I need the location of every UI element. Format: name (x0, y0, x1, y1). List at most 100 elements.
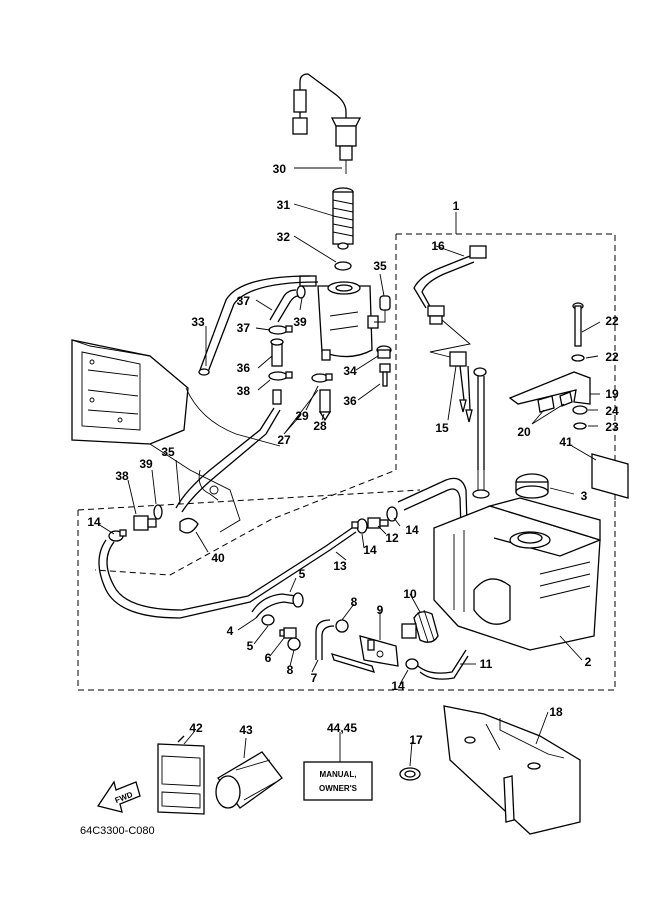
callout-28: 31 (277, 198, 291, 212)
joint-6 (279, 627, 297, 639)
callout-22-upper: 22 (605, 350, 619, 364)
callout-8-lower: 8 (287, 663, 294, 677)
callout-36: 36 (237, 361, 251, 375)
callout-14-mid: 14 (363, 543, 377, 557)
callout-10: 10 (403, 587, 417, 601)
breather-hose-30 (198, 275, 319, 376)
callout-21: 22 (605, 314, 619, 328)
callout-37-upper: 37 (237, 321, 251, 335)
callout-3: 3 (581, 489, 588, 503)
callout-13: 13 (333, 559, 347, 573)
callout-14-left: 14 (87, 515, 101, 529)
callout-1: 1 (453, 199, 460, 213)
callout-5-upper: 5 (299, 567, 306, 581)
washer-22-upper (571, 354, 585, 362)
upper-assembly-boundary (94, 233, 616, 576)
tool-bag-43 (215, 751, 283, 809)
callout-numbers: 30 31 32 1 16 35 37 39 33 37 36 38 34 36… (87, 162, 619, 747)
oil-pump-9 (330, 635, 399, 673)
callout-44-45: 44,45 (327, 721, 357, 735)
drawing-code: 64C3300-C080 (80, 825, 155, 837)
callout-30: 33 (191, 315, 205, 329)
callout-14-right: 14 (405, 523, 419, 537)
return-hose-upper (397, 477, 469, 561)
level-gauge-15 (449, 351, 490, 499)
manual-label-line1: MANUAL, (320, 770, 357, 779)
callout-14-bottom: 14 (391, 679, 405, 693)
clamp-5-lower (261, 614, 275, 626)
hose-34 (269, 289, 299, 323)
callout-31: 34 (343, 364, 357, 378)
clamp-37-lower (268, 371, 293, 381)
callout-26: 29 (295, 409, 309, 423)
owners-manual-44-45: MANUAL, OWNER'S (303, 761, 373, 801)
lower-assembly-boundary (77, 489, 616, 691)
clamp-5-upper (292, 592, 304, 608)
sub-oil-tank (299, 275, 379, 361)
callout-39-lower: 39 (139, 457, 153, 471)
tank-band-19 (508, 371, 591, 405)
leader-lines (97, 167, 601, 767)
callout-24: 27 (277, 433, 291, 447)
callout-39-upper: 39 (293, 315, 307, 329)
oil-strainer (332, 187, 354, 250)
callout-25: 28 (313, 419, 327, 433)
hose-35 (175, 407, 281, 513)
callout-43: 43 (239, 723, 253, 737)
sensor-lead-16 (413, 245, 487, 359)
clamp-14-mid (351, 518, 368, 534)
grommet-31 (376, 345, 392, 359)
pad-20 (537, 391, 573, 413)
washer-23 (572, 405, 588, 415)
callout-42: 42 (189, 721, 203, 735)
callout-5-lower: 5 (247, 639, 254, 653)
clamp-14-left (108, 529, 127, 542)
callout-9: 9 (377, 603, 384, 617)
bolt-21 (572, 302, 584, 347)
main-oil-tank (433, 497, 601, 651)
hose-13 (98, 527, 357, 619)
clip-39-lower (153, 504, 163, 520)
fwd-arrow: FWD (96, 780, 141, 813)
callout-16: 16 (431, 239, 445, 253)
oil-level-sensor-lead (292, 73, 362, 174)
callout-22-lower: 23 (605, 420, 619, 434)
callout-35: 35 (161, 445, 175, 459)
callout-17: 17 (409, 733, 423, 747)
callout-37-lower: 38 (237, 384, 251, 398)
check-valve-25 (318, 389, 332, 422)
tank-bracket-18 (443, 705, 581, 835)
grommet-32 (374, 295, 391, 323)
engine-cowling (71, 339, 281, 533)
callout-34: 37 (237, 294, 251, 308)
washer-22-lower (573, 422, 587, 430)
callout-2: 2 (585, 655, 592, 669)
callout-4: 4 (227, 624, 234, 638)
bolt-33 (379, 363, 391, 387)
callout-33: 36 (343, 394, 357, 408)
o-ring-29 (334, 261, 352, 271)
clamp-8-lower (287, 637, 301, 651)
callout-12: 12 (385, 531, 399, 545)
manual-label-line2: OWNER'S (319, 784, 358, 793)
clip-40 (179, 517, 199, 534)
callout-20: 20 (517, 425, 531, 439)
clamp-26 (311, 373, 333, 383)
callout-11: 11 (480, 657, 493, 671)
callout-27: 30 (273, 162, 287, 176)
callout-29: 32 (277, 230, 291, 244)
clamp-14-bottom (405, 658, 419, 670)
hose-stub-lower (272, 389, 282, 405)
union-36 (270, 338, 284, 367)
hose-7 (315, 619, 335, 660)
callout-40: 40 (211, 551, 225, 565)
callout-19: 19 (605, 387, 619, 401)
hose-5 (251, 593, 297, 619)
callout-18: 18 (549, 705, 563, 719)
oil-filter-10 (401, 609, 439, 643)
callout-32: 35 (373, 259, 387, 273)
label-plate-41 (591, 453, 629, 499)
joint-38 (133, 515, 157, 531)
callout-23: 24 (605, 404, 619, 418)
